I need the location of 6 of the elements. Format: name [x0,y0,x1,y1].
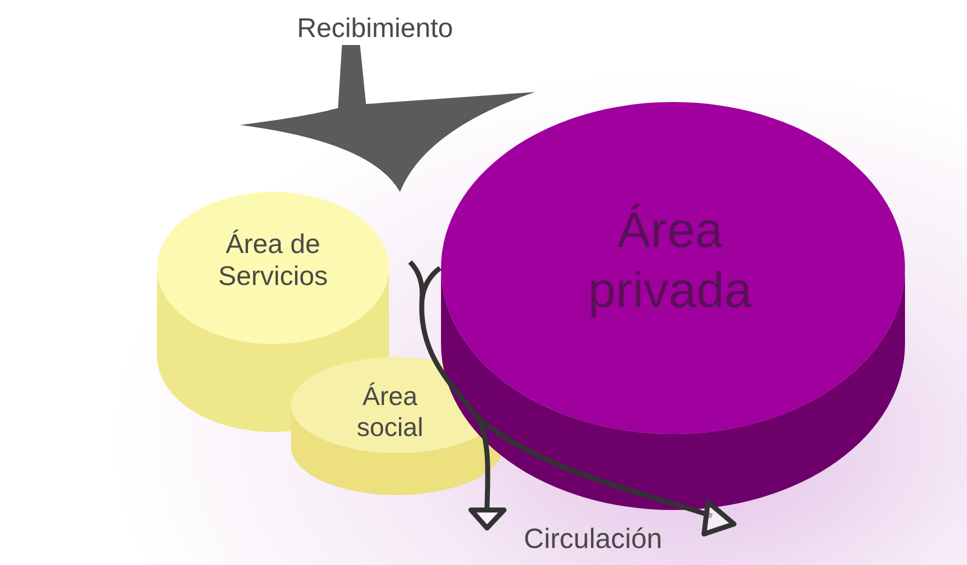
area-label: Área social [356,381,424,444]
reception-label: Recibimiento [296,12,454,45]
area-label: Área privada [587,201,753,320]
cylinder [440,100,906,510]
area-label: Área de Servicios [217,228,329,293]
circulation-label: Circulación [522,522,664,556]
